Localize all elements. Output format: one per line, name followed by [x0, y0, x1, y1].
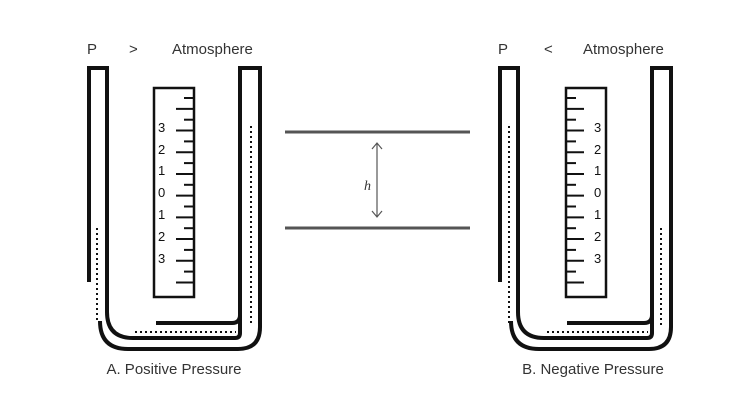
- left-scale-label: 1: [158, 163, 165, 178]
- height-label: h: [364, 179, 371, 194]
- left-scale-label: 1: [158, 207, 165, 222]
- left-scale-label: 2: [158, 229, 165, 244]
- right-scale-label: 2: [594, 229, 601, 244]
- right-scale-label: 3: [594, 120, 601, 135]
- right-tube-inner: [567, 314, 654, 325]
- right-scale-label: 1: [594, 207, 601, 222]
- right-header-p: P: [498, 41, 508, 58]
- left-tube-inner: [156, 314, 242, 325]
- right-scale-ticks: [566, 97, 584, 284]
- left-manometer: P > Atmosphere 3 2 1 0 1 2 3 A. Positive…: [87, 41, 262, 378]
- right-scale-label: 1: [594, 163, 601, 178]
- right-scale-box: [564, 86, 608, 299]
- right-scale-label: 3: [594, 251, 601, 266]
- left-scale-box: [152, 86, 196, 299]
- left-header-p: P: [87, 41, 97, 58]
- height-arrow-head-down: [371, 210, 383, 218]
- left-scale-label: 3: [158, 120, 165, 135]
- right-scale: 3 2 1 0 1 2 3: [564, 86, 608, 299]
- right-scale-label: 0: [594, 185, 601, 200]
- right-tube-outer: [498, 66, 673, 351]
- right-caption: B. Negative Pressure: [522, 361, 664, 378]
- right-scale-label: 2: [594, 142, 601, 157]
- left-header-symbol: >: [129, 41, 138, 58]
- left-scale: 3 2 1 0 1 2 3: [152, 86, 196, 299]
- right-header-symbol: <: [544, 41, 553, 58]
- left-tube-outer: [87, 66, 262, 351]
- left-header-atmosphere: Atmosphere: [172, 41, 253, 58]
- height-arrow-head-up: [371, 142, 383, 150]
- left-scale-label: 0: [158, 185, 165, 200]
- right-header-atmosphere: Atmosphere: [583, 41, 664, 58]
- left-scale-label: 3: [158, 251, 165, 266]
- height-indicator: h: [285, 130, 470, 230]
- right-manometer: P < Atmosphere 3 2 1 0 1 2 3 B. Negative…: [498, 41, 673, 378]
- left-caption: A. Positive Pressure: [106, 361, 241, 378]
- left-scale-label: 2: [158, 142, 165, 157]
- left-scale-ticks: [176, 97, 194, 284]
